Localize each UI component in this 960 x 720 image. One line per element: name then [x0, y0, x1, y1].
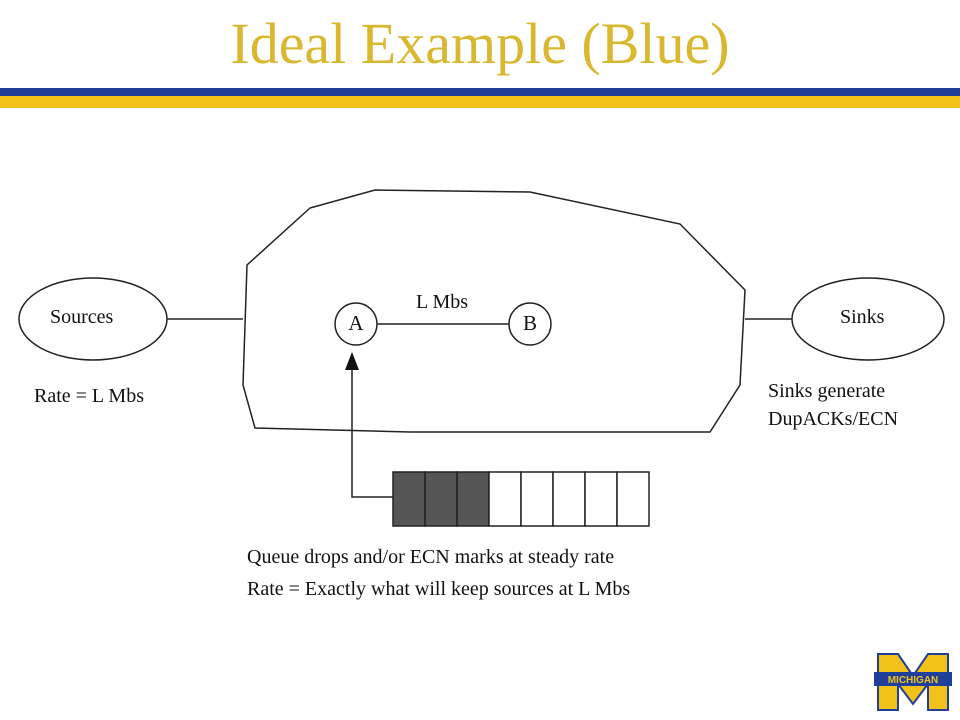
- queue-cell-empty: [584, 471, 618, 527]
- sinks-note-line1: Sinks generate: [768, 380, 886, 402]
- link-label: L Mbs: [416, 291, 469, 313]
- sources-label: Sources: [50, 306, 114, 328]
- queue-cell-filled: [456, 471, 490, 527]
- sinks-label: Sinks: [840, 306, 885, 328]
- queue-cell-filled: [392, 471, 426, 527]
- queue-cell-empty: [552, 471, 586, 527]
- title-underline-blue: [0, 88, 960, 96]
- queue-cell-empty: [520, 471, 554, 527]
- sinks-note-line2: DupACKs/ECN: [768, 408, 899, 430]
- slide-title: Ideal Example (Blue): [230, 11, 730, 76]
- queue-cell-filled: [424, 471, 458, 527]
- node-b-label: B: [522, 311, 537, 335]
- caption-line1: Queue drops and/or ECN marks at steady r…: [247, 546, 615, 568]
- node-a-label: A: [348, 311, 364, 335]
- source-rate-label: Rate = L Mbs: [34, 385, 144, 407]
- queue-cell-empty: [616, 471, 650, 527]
- feedback-arrow: [351, 368, 393, 498]
- logo-text: MICHIGAN: [888, 675, 939, 686]
- queue: [392, 471, 650, 527]
- title-underline-gold: [0, 96, 960, 108]
- queue-cell-empty: [488, 471, 522, 527]
- network-cloud: [242, 189, 746, 433]
- michigan-logo: MICHIGAN: [874, 653, 952, 711]
- arrow-head: [345, 352, 359, 370]
- caption-line2: Rate = Exactly what will keep sources at…: [247, 578, 631, 600]
